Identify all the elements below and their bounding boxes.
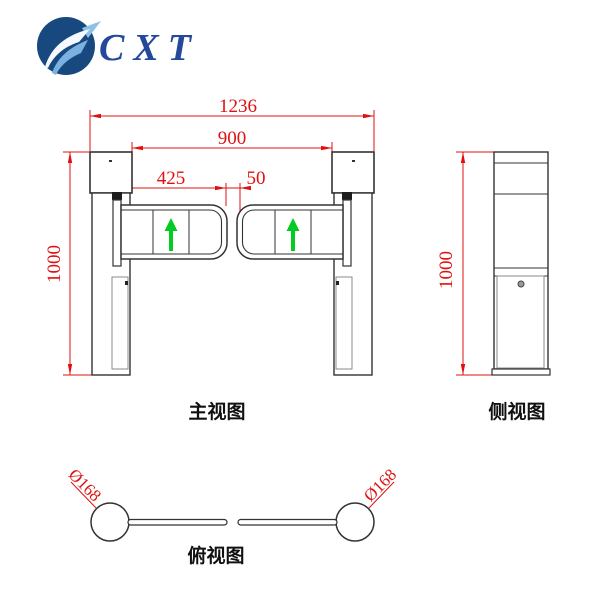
left-pillar	[89, 151, 133, 376]
logo-swoosh-blue-icon	[52, 40, 88, 75]
dim-1000-side-label: 1000	[436, 251, 457, 289]
logo-swoosh-white-icon	[45, 29, 90, 68]
top-view-label: 俯视图	[187, 544, 244, 567]
top-view-right-arm	[237, 518, 338, 526]
lock-button-icon	[517, 280, 525, 288]
dimension-side-height: 1000	[436, 151, 495, 376]
top-view-left-arm	[127, 518, 228, 526]
dimension-overall-width: 1236	[89, 96, 375, 151]
hinge-hatch-block	[112, 192, 122, 200]
company-logo: CXT	[37, 17, 200, 75]
arm-pivot-post	[342, 199, 352, 267]
dim-1236-label: 1236	[219, 96, 257, 117]
top-view-left-pillar	[90, 502, 130, 542]
right-swing-arm	[236, 204, 344, 260]
top-view-right-pillar	[335, 502, 375, 542]
side-door-panel	[496, 275, 545, 369]
dim-50-label: 50	[247, 168, 266, 189]
diameter-callout-left: Ø168	[65, 465, 105, 509]
side-view-drawing: 1000 侧视图	[436, 151, 551, 423]
side-pillar	[491, 151, 551, 376]
front-view-drawing: 1236 900 425 50	[44, 96, 375, 423]
green-up-arrow-icon	[286, 218, 300, 251]
hinge-hatch-block	[342, 192, 352, 200]
pillar-base	[491, 368, 551, 376]
dimension-front-height: 1000	[44, 151, 94, 376]
diameter-callout-right: Ø168	[360, 465, 400, 509]
green-up-arrow-icon	[164, 218, 178, 251]
pillar-door-panel	[335, 276, 353, 370]
logo-swoosh-arrowhead-icon	[82, 21, 101, 38]
dim-900-label: 900	[218, 128, 247, 149]
front-view-label: 主视图	[188, 400, 245, 423]
dia-168-left-label: Ø168	[65, 465, 105, 505]
dimension-center-gap: 50	[226, 168, 266, 232]
dimension-inner-width: 900	[131, 128, 333, 153]
left-swing-arm	[120, 204, 228, 260]
top-view-drawing: Ø168 Ø168 俯视图	[65, 465, 400, 567]
side-view-label: 侧视图	[488, 400, 545, 423]
arm-pivot-post	[112, 199, 122, 267]
dim-1000-front-label: 1000	[44, 245, 65, 283]
right-pillar	[331, 151, 375, 376]
dim-425-label: 425	[157, 168, 186, 189]
logo-wordmark: CXT	[99, 27, 200, 69]
pillar-door-panel	[111, 276, 129, 370]
dia-168-right-label: Ø168	[360, 465, 400, 505]
